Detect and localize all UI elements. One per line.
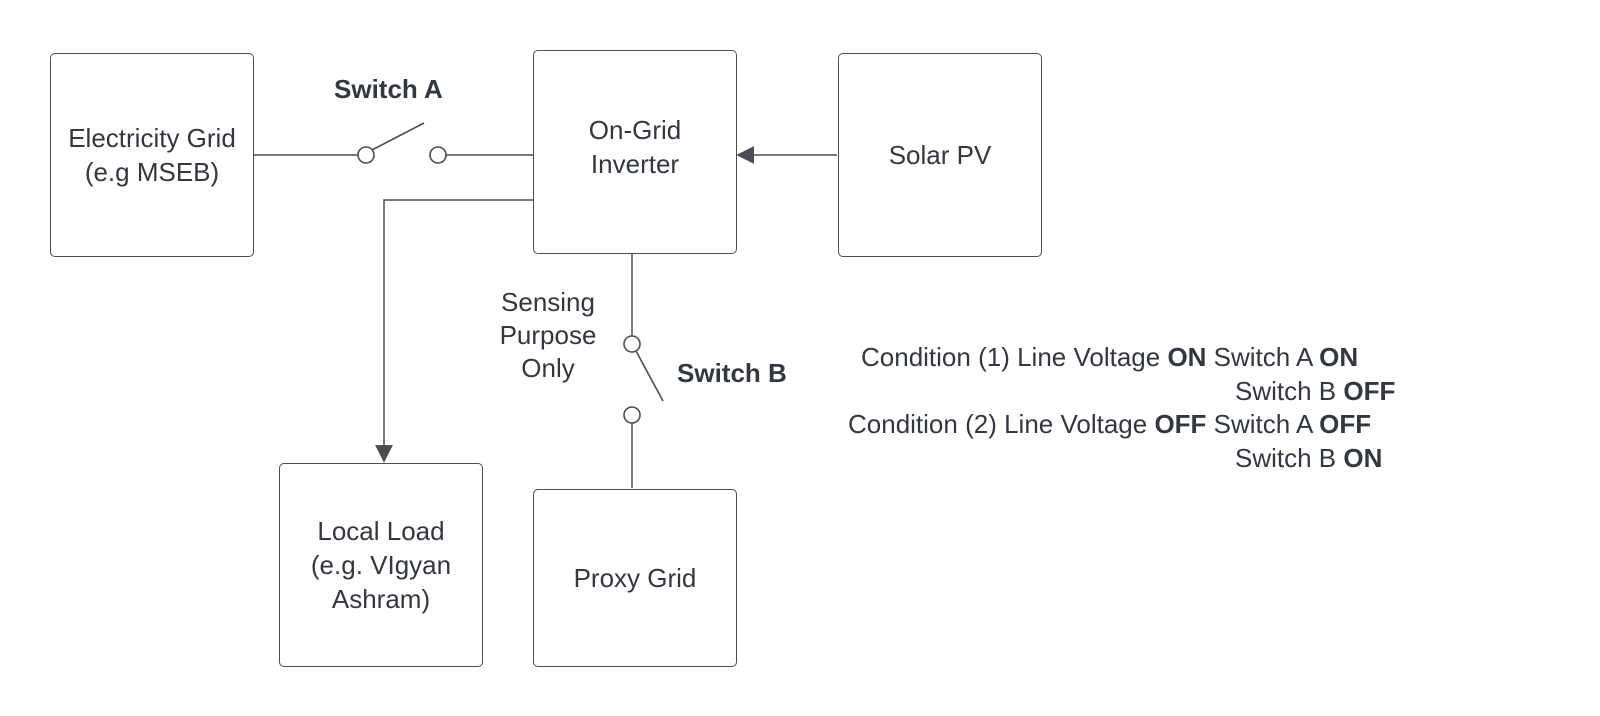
- condition-2-voltage: OFF: [1154, 409, 1207, 439]
- switch-b-symbol: [623, 335, 664, 424]
- switch-a-symbol: [357, 122, 447, 164]
- condition-2-line: Condition (2) Line Voltage OFF Switch A …: [848, 408, 1371, 441]
- condition-2-switch-b-text: Switch B: [1235, 443, 1344, 473]
- solar-pv-label: Solar PV: [888, 140, 992, 170]
- local-load-label: Local Load: [317, 516, 445, 546]
- condition-2-prefix: Condition (2) Line Voltage: [848, 409, 1155, 439]
- solar-pv-block: Solar PV: [838, 53, 1042, 257]
- electricity-grid-block: Electricity Grid (e.g MSEB): [50, 53, 254, 257]
- sensing-line2: Purpose: [499, 320, 597, 350]
- sensing-line3: Only: [521, 353, 575, 383]
- condition-2-switch-b-state: ON: [1343, 443, 1383, 473]
- inverter-label-line1: On-Grid: [588, 115, 682, 145]
- inverter-to-load-arrow: [375, 199, 533, 463]
- sensing-purpose-label: Sensing Purpose Only: [468, 286, 628, 385]
- condition-2-switch-a-state: OFF: [1319, 409, 1372, 439]
- local-load-example-line2: Ashram): [331, 584, 431, 614]
- proxy-grid-label: Proxy Grid: [573, 563, 697, 593]
- condition-1-voltage: ON: [1167, 342, 1207, 372]
- condition-1-switch-b-text: Switch B: [1235, 376, 1344, 406]
- inverter-label-line2: Inverter: [590, 149, 680, 179]
- condition-2-switch-a-text: Switch A: [1206, 409, 1320, 439]
- condition-1-line: Condition (1) Line Voltage ON Switch A O…: [861, 341, 1358, 374]
- condition-1-prefix: Condition (1) Line Voltage: [861, 342, 1168, 372]
- local-load-example-line1: (e.g. VIgyan: [310, 550, 452, 580]
- condition-1-switch-b-state: OFF: [1343, 376, 1396, 406]
- switch-b-label: Switch B: [677, 358, 787, 388]
- switch-a-label: Switch A: [334, 74, 443, 104]
- condition-1-switch-a-text: Switch A: [1206, 342, 1320, 372]
- condition-1-switch-b-line: Switch B OFF: [1235, 375, 1395, 408]
- condition-1-switch-a-state: ON: [1319, 342, 1359, 372]
- electricity-grid-label: Electricity Grid: [68, 123, 236, 153]
- condition-2-switch-b-line: Switch B ON: [1235, 442, 1382, 475]
- electricity-grid-example: (e.g MSEB): [84, 157, 220, 187]
- proxy-grid-block: Proxy Grid: [533, 489, 737, 667]
- on-grid-inverter-block: On-Grid Inverter: [533, 50, 737, 254]
- sensing-line1: Sensing: [501, 287, 595, 317]
- local-load-block: Local Load (e.g. VIgyan Ashram): [279, 463, 483, 667]
